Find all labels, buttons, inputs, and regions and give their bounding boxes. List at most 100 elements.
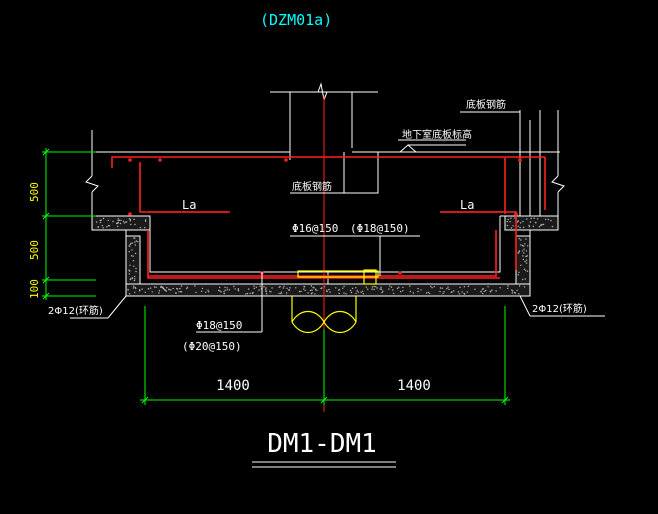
hatch-dot xyxy=(530,217,532,220)
hatch-dot xyxy=(523,286,526,288)
hatch-dot xyxy=(381,291,383,294)
dim-h2: 500 xyxy=(28,240,41,260)
hatch-dot xyxy=(382,290,384,292)
hatch-dot xyxy=(467,285,470,287)
hatch-dot xyxy=(234,288,236,290)
hatch-dot xyxy=(258,289,260,291)
hatch-dot xyxy=(428,292,431,295)
hatch-dot xyxy=(373,285,375,288)
hatch-dot xyxy=(375,286,377,288)
hatch-dot xyxy=(355,292,357,294)
hatch-dot xyxy=(409,290,412,293)
hatch-dot xyxy=(326,290,328,293)
hatch-dot xyxy=(518,293,520,295)
hatch-dot xyxy=(139,227,142,229)
hatch-dot xyxy=(446,288,448,290)
hatch-dot xyxy=(130,255,133,257)
hatch-dot xyxy=(150,287,152,289)
hatch-dot xyxy=(526,218,528,220)
hatch-dot xyxy=(517,225,519,227)
hatch-dot xyxy=(482,292,484,295)
hatch-dot xyxy=(253,287,255,290)
hatch-dot xyxy=(367,288,369,290)
hatch-dot xyxy=(128,273,130,275)
hatch-dot xyxy=(328,288,330,291)
hatch-dot xyxy=(102,217,105,220)
hatch-dot xyxy=(246,292,249,295)
hatch-dot xyxy=(463,286,466,288)
hatch-dot xyxy=(516,221,519,223)
hatch-dot xyxy=(522,220,524,223)
hatch-dot xyxy=(207,289,209,291)
hatch-dot xyxy=(117,219,119,221)
hatch-dot xyxy=(511,289,513,291)
hatch-dot xyxy=(255,286,258,288)
hatch-dot xyxy=(417,287,419,290)
hatch-dot xyxy=(402,286,404,289)
hatch-dot xyxy=(529,221,532,223)
hatch-dot xyxy=(195,291,197,294)
dim-h1: 500 xyxy=(28,182,41,202)
hatch-dot xyxy=(310,285,313,287)
hatch-dots xyxy=(95,217,554,295)
hatch-dot xyxy=(133,285,135,287)
hatch-dot xyxy=(480,290,482,292)
hatch-dot xyxy=(168,288,170,291)
hatch-dot xyxy=(361,290,364,292)
hatch-dot xyxy=(144,219,147,221)
hatch-dot xyxy=(345,293,347,295)
hatch-dot xyxy=(129,270,131,272)
hatch-dot xyxy=(201,287,204,290)
hatch-dot xyxy=(495,290,497,292)
hatch-dot xyxy=(131,277,133,280)
hatch-dot xyxy=(135,270,137,273)
hatch-dot xyxy=(441,287,443,289)
hatch-dot xyxy=(106,226,108,228)
hatch-dot xyxy=(309,289,312,292)
hatch-dot xyxy=(360,291,362,293)
hatch-dot xyxy=(129,245,131,247)
hatch-dot xyxy=(186,287,188,290)
hatch-dot xyxy=(483,290,485,293)
hatch-dot xyxy=(158,290,161,292)
hatch-dot xyxy=(141,288,143,290)
hatch-dot xyxy=(371,288,373,290)
hatch-dot xyxy=(282,287,284,289)
hatch-dot xyxy=(144,291,146,293)
hatch-dot xyxy=(135,267,137,270)
hatch-dot xyxy=(443,291,445,293)
hatch-dot xyxy=(523,252,525,254)
hatch-dot xyxy=(313,287,315,289)
hatch-dot xyxy=(499,287,501,289)
hatch-dot xyxy=(357,291,359,293)
hatch-dot xyxy=(119,222,122,225)
hatch-dot xyxy=(519,226,521,229)
hatch-dot xyxy=(520,244,522,246)
hatch-dot xyxy=(134,244,136,246)
hatch-dot xyxy=(95,221,98,223)
hatch-dot xyxy=(134,252,137,255)
hatch-dot xyxy=(525,262,528,264)
hatch-dot xyxy=(288,289,291,291)
hatch-dot xyxy=(351,287,354,290)
hatch-dot xyxy=(402,290,404,292)
hatch-dot xyxy=(547,218,549,221)
hatch-dot xyxy=(523,248,525,250)
hatch-dot xyxy=(453,290,455,292)
hatch-dot xyxy=(137,241,139,243)
hatch-dot xyxy=(134,291,136,293)
hatch-dot xyxy=(122,220,125,222)
label-spec-main: Φ16@150 xyxy=(292,222,338,235)
hatch-dot xyxy=(278,286,280,288)
hatch-dot xyxy=(396,287,399,290)
hatch-dot xyxy=(303,288,305,290)
hatch-dot xyxy=(158,292,160,294)
hatch-dot xyxy=(520,222,522,224)
hatch-dot xyxy=(259,285,261,287)
hatch-dot xyxy=(542,223,545,226)
dim-width-right: 1400 xyxy=(397,378,431,394)
hatch-dot xyxy=(163,288,165,290)
hatch-dot xyxy=(523,245,525,247)
hatch-dot xyxy=(524,243,526,245)
